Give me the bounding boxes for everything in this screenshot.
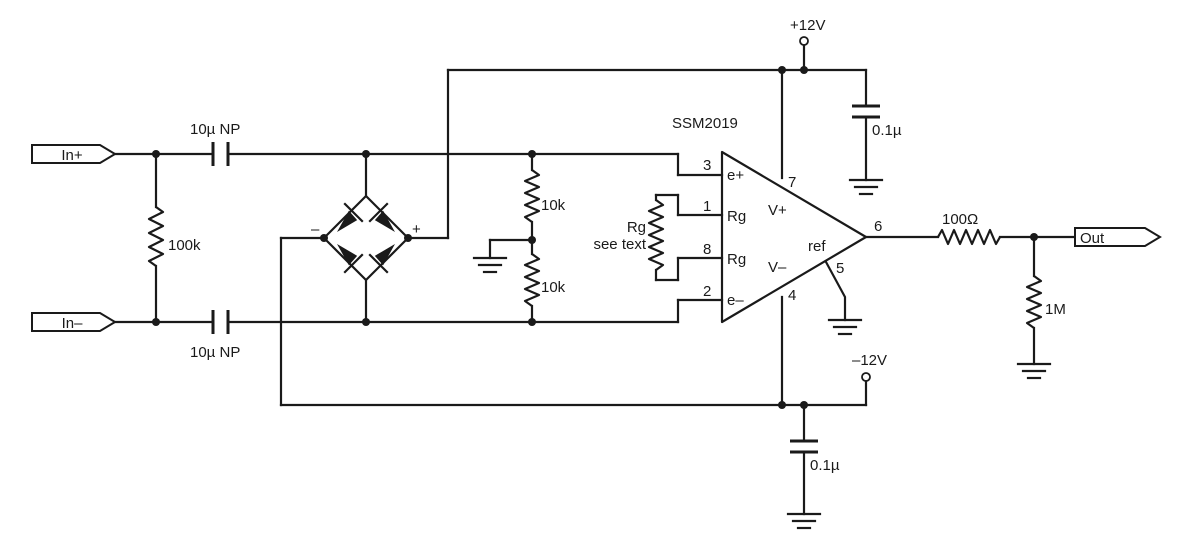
load-resistor-label: 1M [1045,301,1066,318]
pin-label-v-plus: V+ [768,202,787,219]
negative-rail: –12V [279,295,887,407]
gain-resistor-label: Rg [627,219,646,236]
positive-rail: +12V [446,17,868,180]
input-capacitor-top: 10µ NP [190,121,240,166]
pin-number-6: 6 [874,218,882,235]
in-plus-connector: In+ [31,144,117,164]
input-resistor-100k: 100k [147,152,201,324]
ground-icon [472,256,508,274]
pin-number-5: 5 [836,260,844,277]
bias-divider: 10k 10k [472,152,566,324]
pin-label-v-minus: V– [768,259,787,276]
output-resistor-label: 100Ω [942,211,978,228]
pin-label-e-minus: e– [727,292,744,309]
input-wiring [113,152,724,324]
diode-icon [368,243,395,274]
pin-label-rg-1: Rg [727,208,746,225]
input-resistor-100k-label: 100k [168,237,201,254]
ground-icon [827,318,863,336]
output-stage: 100Ω 1M [864,211,1077,380]
pin-number-1: 1 [703,198,711,215]
in-minus-connector: In– [31,312,117,332]
in-minus-label: In– [62,315,84,332]
diode-icon [337,202,364,233]
ground-icon [848,178,884,196]
positive-supply-terminal [799,36,809,46]
divider-resistor-top-label: 10k [541,197,566,214]
chip-name-label: SSM2019 [672,115,738,132]
pin-label-rg-2: Rg [727,251,746,268]
bridge-plus-label: + [412,221,421,238]
negative-decoupling-label: 0.1µ [810,457,840,474]
ssm2019-amplifier: SSM2019 3 1 8 2 7 4 6 5 e+ Rg Rg e– V+ V… [672,115,882,336]
ground-icon [1016,362,1052,380]
input-capacitor-bottom: 10µ NP [190,310,240,361]
diode-bridge: – + [279,68,450,407]
bridge-minus-label: – [311,221,320,238]
out-label: Out [1080,230,1105,247]
pin-number-3: 3 [703,157,711,174]
junction-dots [152,66,1038,409]
diode-icon [337,243,364,274]
divider-resistor-bottom-label: 10k [541,279,566,296]
pin-label-ref: ref [808,238,826,255]
in-plus-label: In+ [61,147,83,164]
out-connector: Out [1074,227,1162,247]
negative-decoupling-capacitor: 0.1µ [786,403,840,530]
pin-number-4: 4 [788,287,796,304]
pin-number-8: 8 [703,241,711,258]
input-capacitor-bottom-label: 10µ NP [190,344,240,361]
positive-decoupling-capacitor: 0.1µ [848,68,902,196]
pin-number-2: 2 [703,283,711,300]
pin-number-7: 7 [788,174,796,191]
ground-icon [786,512,822,530]
negative-supply-label: –12V [852,352,887,369]
gain-resistor-note: see text [593,236,646,253]
input-capacitor-top-label: 10µ NP [190,121,240,138]
gain-resistor: Rg see text [593,193,724,282]
positive-decoupling-label: 0.1µ [872,122,902,139]
positive-supply-label: +12V [790,17,825,34]
negative-supply-terminal [861,372,871,382]
diode-icon [368,202,395,233]
pin-label-e-plus: e+ [727,167,744,184]
